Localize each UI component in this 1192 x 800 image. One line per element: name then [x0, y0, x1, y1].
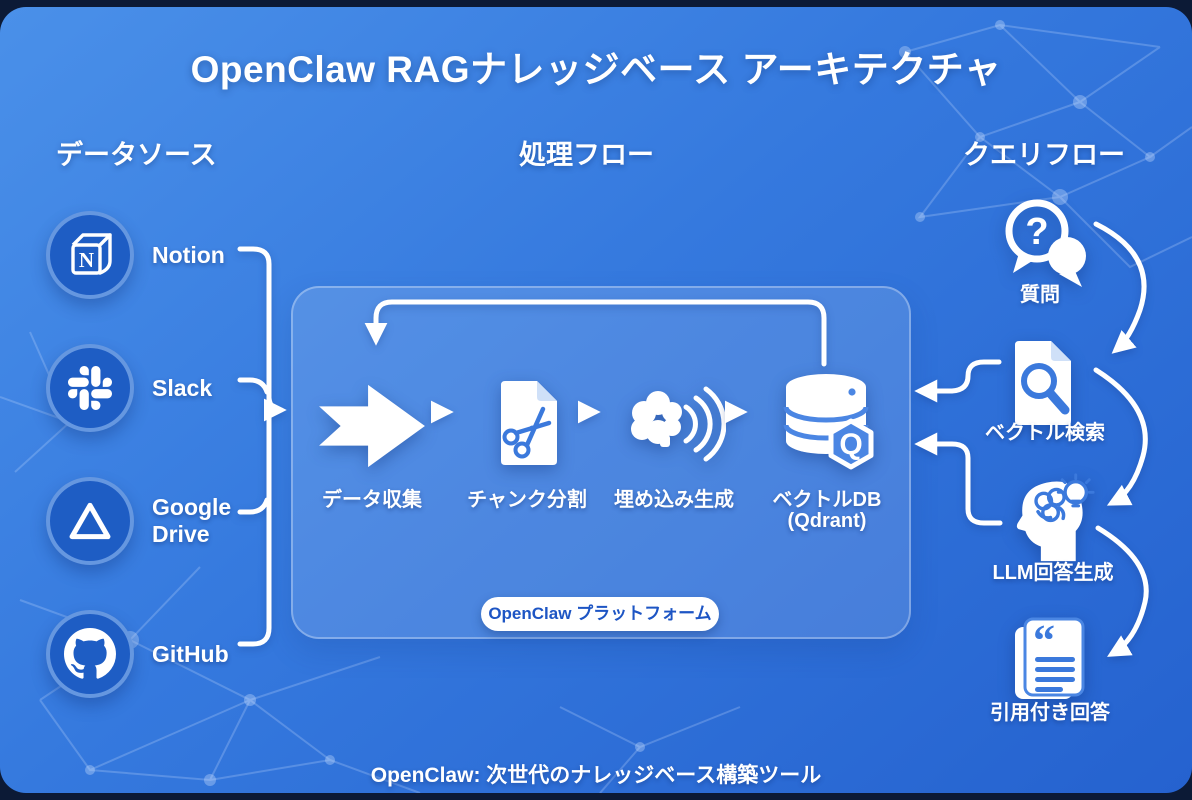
source-label-github: GitHub — [152, 641, 229, 667]
processing-flow-header: 処理フロー — [519, 140, 654, 170]
query-label-cited-answer: 引用付き回答 — [990, 702, 1110, 724]
question-mark-glyph: ? — [1025, 211, 1048, 253]
source-label-google-drive: Google Drive — [152, 494, 232, 547]
llm-to-db-arrow — [914, 432, 1003, 526]
sources-trunk-line — [237, 246, 272, 647]
notion-letter: N — [79, 248, 94, 272]
page-title: OpenClaw RAGナレッジベース アーキテクチャ — [190, 49, 1002, 90]
scissors-document-icon — [485, 377, 569, 469]
question-bubbles-icon: ? — [995, 195, 1090, 290]
source-item-google-drive — [46, 477, 134, 565]
notion-icon: N — [46, 211, 134, 299]
step-label-collect: データ収集 — [322, 489, 422, 511]
step-label-vectordb: ベクトルDB — [772, 489, 882, 511]
search-to-db-arrow — [914, 359, 1002, 403]
quote-mark-glyph: “ — [1033, 616, 1055, 665]
quoted-document-icon: “ — [1003, 613, 1091, 705]
slack-icon — [46, 344, 134, 432]
google-drive-icon — [46, 477, 134, 565]
source-item-github — [46, 610, 134, 698]
source-label-notion: Notion — [152, 242, 225, 268]
step-label-embedding: 埋め込み生成 — [614, 489, 734, 511]
llm-to-citation-arrow — [1095, 525, 1149, 657]
query-label-llm-answer: LLM回答生成 — [992, 562, 1114, 584]
query-label-question: 質問 — [1020, 284, 1060, 306]
data-sources-header: データソース — [56, 140, 217, 170]
step-sublabel-vectordb: (Qdrant) — [787, 510, 867, 532]
collect-arrow-icon — [312, 377, 432, 475]
footer-caption: OpenClaw: 次世代のナレッジベース構築ツール — [370, 764, 822, 787]
platform-badge: OpenClaw プラットフォーム — [481, 597, 719, 631]
document-search-icon — [1002, 337, 1082, 429]
sources-to-panel-arrow — [263, 395, 287, 422]
source-label-slack: Slack — [152, 375, 213, 401]
head-brain-bulb-icon — [1006, 471, 1098, 563]
diagram-card: OpenClaw RAGナレッジベース アーキテクチャ データソース 処理フロー… — [0, 7, 1192, 793]
brain-waves-icon — [622, 379, 726, 469]
source-item-slack — [46, 344, 134, 432]
slack-stub-line — [237, 377, 270, 395]
query-label-vector-search: ベクトル検索 — [985, 422, 1105, 444]
step-label-chunk: チャンク分割 — [467, 489, 587, 511]
qdrant-letter: Q — [839, 428, 862, 461]
source-item-notion: N — [46, 211, 134, 299]
github-icon — [46, 610, 134, 698]
query-flow-header: クエリフロー — [963, 140, 1125, 170]
database-qdrant-icon: Q — [770, 365, 882, 477]
